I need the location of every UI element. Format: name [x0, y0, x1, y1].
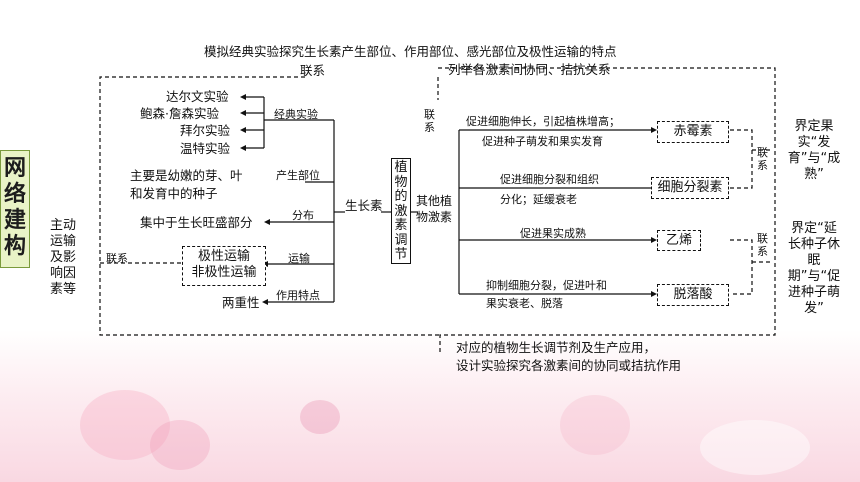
hormone-effect: 分化；延缓衰老	[500, 193, 577, 206]
auxin-node: 生长素	[345, 198, 383, 213]
center-topic: 植物的激素调节	[391, 158, 411, 264]
transport-type: 极性运输	[197, 249, 250, 264]
hormone-gibberellin: 赤霉素	[657, 121, 729, 143]
hormone-effect: 果实衰老、脱落	[486, 297, 563, 310]
hormone-cytokinin: 细胞分裂素	[651, 177, 729, 199]
branch-label-transport: 运输	[288, 252, 310, 265]
transport-type: 非极性运输	[191, 265, 257, 280]
decor-petal	[300, 400, 340, 434]
decor-petal	[560, 395, 630, 455]
mid-link-label: 联系	[424, 108, 435, 134]
left-link-label: 联系	[106, 252, 128, 265]
site-text: 主要是幼嫩的芽、叶	[130, 168, 243, 183]
hormone-effect: 抑制细胞分裂，促进叶和	[486, 279, 607, 292]
hormone-abscisic-acid: 脱落酸	[657, 284, 729, 306]
hormone-effect: 促进果实成熟	[520, 227, 586, 240]
decor-petal	[150, 420, 210, 470]
feature-text: 两重性	[222, 295, 260, 310]
hormone-effect: 促进细胞伸长，引起植株增高；	[466, 115, 620, 128]
left-note: 主动运输及影响因素等	[49, 218, 76, 297]
site-text: 和发育中的种子	[130, 186, 218, 201]
bottom-note-line: 设计实验探究各激素间的协同或拮抗作用	[456, 358, 682, 373]
right-link-label: 联系	[757, 146, 768, 172]
branch-label-experiments: 经典实验	[274, 108, 318, 121]
hormone-effect: 促进细胞分裂和组织	[500, 173, 599, 186]
other-hormones-node-line: 物激素	[416, 210, 453, 224]
hormone-effect: 促进种子萌发和果实发育	[482, 135, 603, 148]
right-note-bottom: 界定“延长种子休眠期”与“促进种子萌发”	[787, 221, 841, 316]
experiment-item: 拜尔实验	[180, 123, 231, 138]
top-right-note: 列举各激素间协同、拮抗关系	[448, 62, 611, 77]
distribution-text: 集中于生长旺盛部分	[140, 215, 253, 230]
network-build-badge: 网络建构	[0, 150, 30, 268]
branch-label-distribution: 分布	[292, 209, 314, 222]
experiment-item: 鲍森·詹森实验	[140, 106, 219, 121]
right-link-label: 联系	[757, 232, 768, 258]
branch-label-feature: 作用特点	[276, 289, 320, 302]
bottom-note-line: 对应的植物生长调节剂及生产应用，	[456, 340, 657, 355]
experiment-item: 达尔文实验	[166, 89, 229, 104]
branch-label-site: 产生部位	[276, 169, 320, 182]
decor-petal	[80, 390, 170, 460]
top-note: 模拟经典实验探究生长素产生部位、作用部位、感光部位及极性运输的特点	[204, 44, 617, 59]
decor-petal	[700, 420, 810, 475]
top-link-label: 联系	[300, 63, 326, 78]
transport-types-box: 极性运输 非极性运输	[182, 246, 266, 286]
right-note-top: 界定果实“发育”与“成熟”	[787, 119, 841, 182]
hormone-ethylene: 乙烯	[657, 230, 701, 251]
other-hormones-node-line: 其他植	[416, 194, 453, 208]
experiment-item: 温特实验	[180, 141, 231, 156]
